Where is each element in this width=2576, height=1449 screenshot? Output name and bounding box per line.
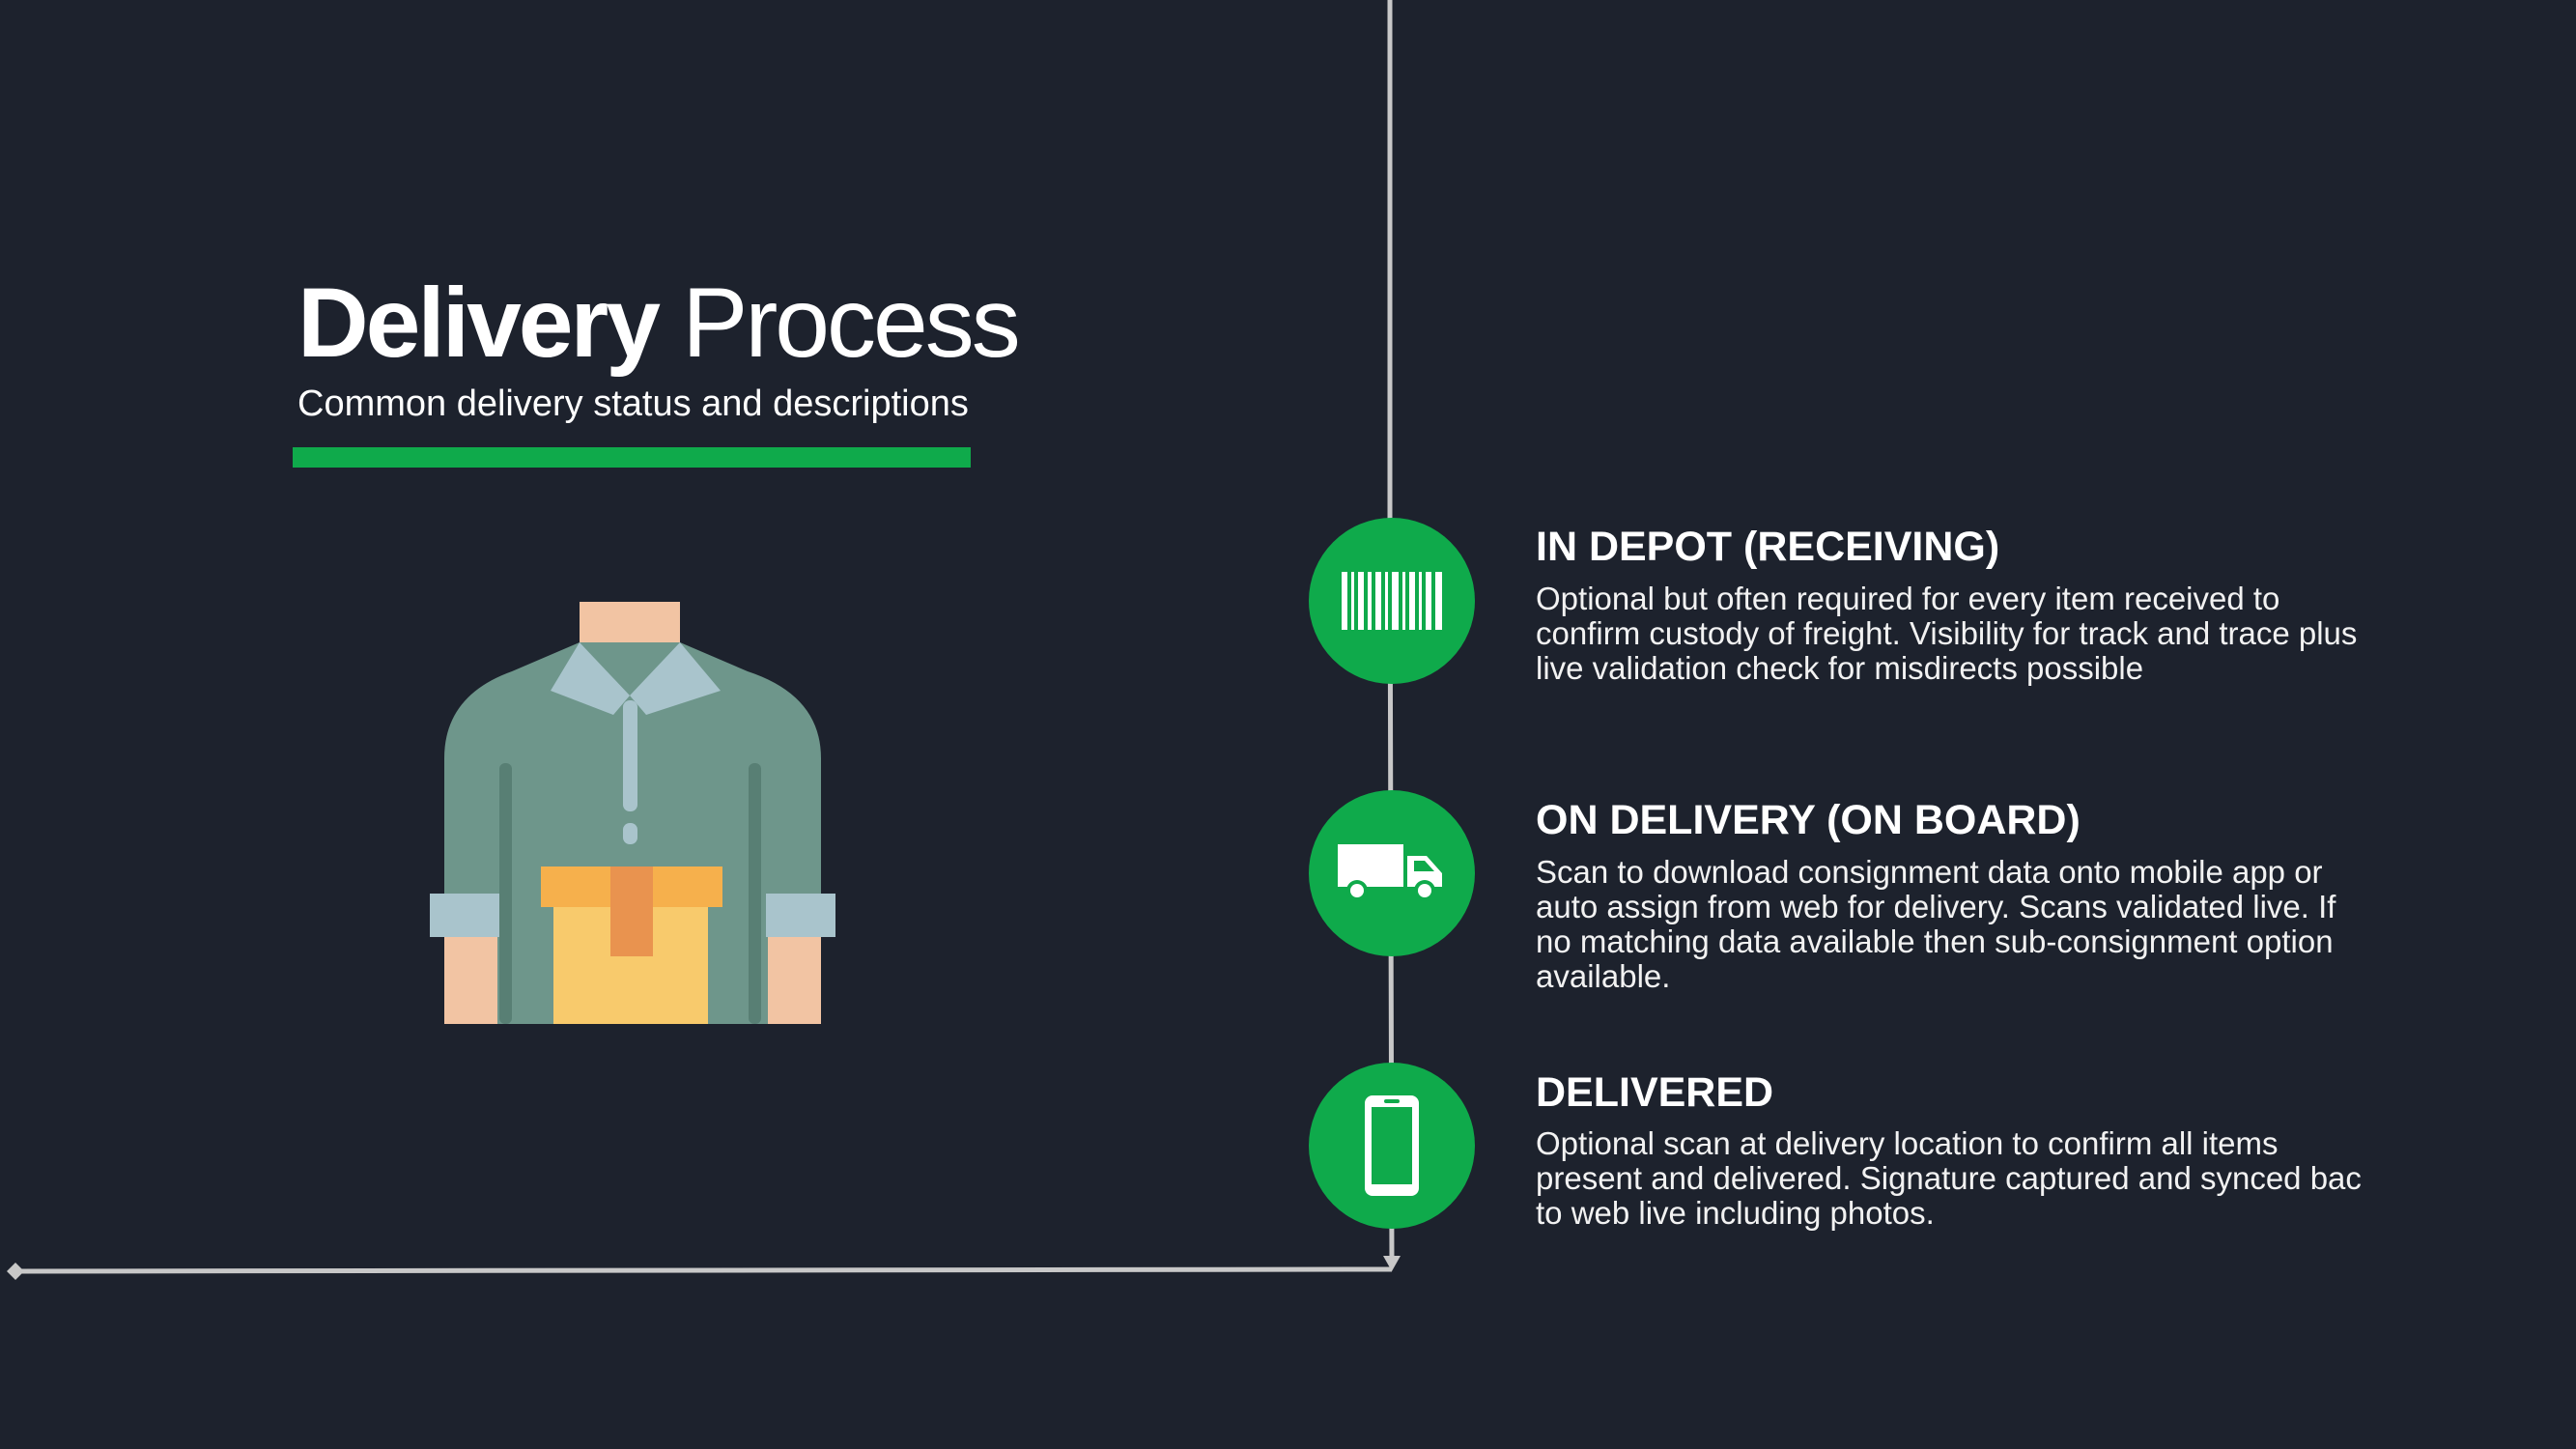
title-light: Process — [682, 268, 1020, 378]
step-title-on-delivery: ON DELIVERY (ON BOARD) — [1536, 797, 2081, 843]
page-subtitle: Common delivery status and descriptions — [297, 384, 969, 424]
step-description-delivered: Optional scan at delivery location to co… — [1536, 1125, 2362, 1231]
step-title-delivered: DELIVERED — [1536, 1069, 1774, 1116]
title-bold: Delivery — [297, 268, 661, 378]
accent-bar — [293, 447, 971, 468]
page-title: Delivery Process — [297, 265, 1021, 381]
barcode-icon — [1342, 572, 1442, 630]
mobile-phone-icon — [1365, 1095, 1419, 1196]
step-description-on-delivery: Scan to download consignment data onto m… — [1536, 854, 2336, 994]
step-description-in-depot: Optional but often required for every it… — [1536, 581, 2358, 686]
step-icon-delivered — [1309, 1063, 1475, 1229]
truck-icon — [1338, 844, 1442, 901]
step-icon-on-delivery — [1309, 790, 1475, 956]
step-icon-in-depot — [1309, 518, 1475, 684]
delivery-person-holding-box-icon — [430, 602, 835, 1024]
step-title-in-depot: IN DEPOT (RECEIVING) — [1536, 524, 2000, 570]
